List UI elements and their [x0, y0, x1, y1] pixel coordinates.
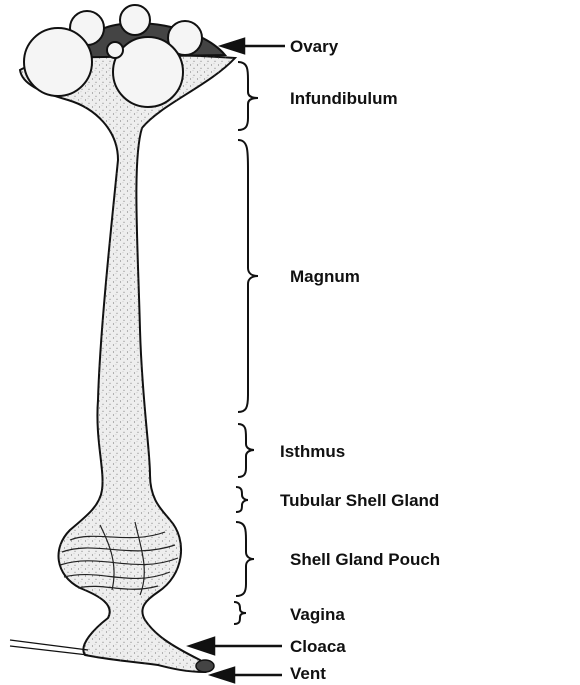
label-magnum: Magnum	[290, 268, 360, 285]
shell-gland-pouch-bracket	[236, 522, 254, 596]
label-vent: Vent	[290, 665, 326, 682]
label-ovary: Ovary	[290, 38, 338, 55]
infundibulum-bracket	[238, 62, 258, 130]
tubular-shell-gland-bracket	[236, 487, 248, 512]
oviduct-stipple	[20, 55, 235, 672]
label-arrows	[190, 39, 285, 682]
cloaca-ducts	[10, 640, 88, 655]
ovary-follicles	[24, 5, 225, 107]
isthmus-bracket	[238, 424, 254, 477]
label-infundibulum: Infundibulum	[290, 90, 398, 107]
vagina-bracket	[234, 602, 246, 624]
vent-arrowhead	[212, 668, 234, 682]
label-shell-gland-pouch: Shell Gland Pouch	[290, 551, 440, 568]
cloaca-arrowhead	[190, 638, 214, 654]
vent-opening	[196, 660, 214, 672]
ovary-arrowhead	[222, 39, 244, 53]
label-tubular-shell-gland: Tubular Shell Gland	[280, 492, 439, 509]
label-isthmus: Isthmus	[280, 443, 345, 460]
label-cloaca: Cloaca	[290, 638, 346, 655]
magnum-bracket	[238, 140, 258, 412]
label-vagina: Vagina	[290, 606, 345, 623]
brackets	[234, 62, 258, 624]
